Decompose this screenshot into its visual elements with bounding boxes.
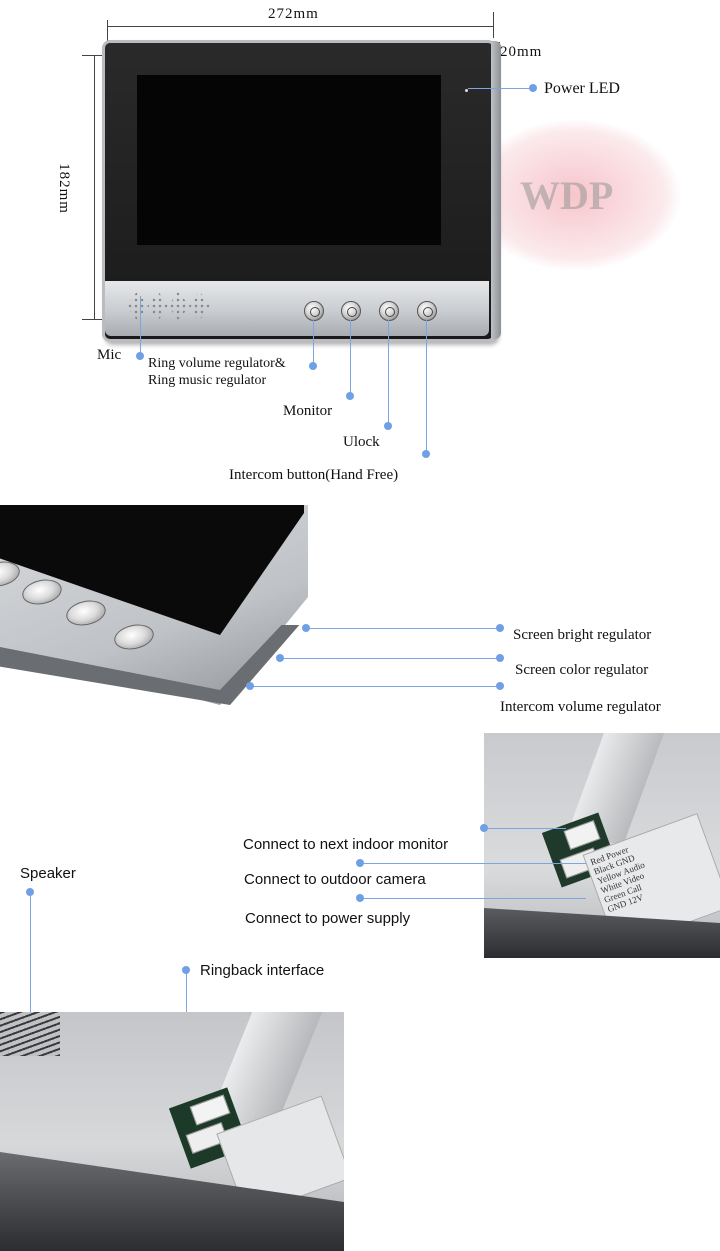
monitor-screen <box>137 75 441 245</box>
power-supply-leader <box>360 898 586 899</box>
screen-color-knob-dot <box>276 654 284 662</box>
intercom-dot <box>422 450 430 458</box>
next-monitor-dot <box>480 824 488 832</box>
monitor-leader <box>350 320 351 396</box>
outdoor-camera-dot <box>356 859 364 867</box>
intercom-volume-knob-dot <box>246 682 254 690</box>
height-dimension-label: 182mm <box>55 163 72 214</box>
monitor-device-front <box>102 40 501 342</box>
speaker-leader <box>30 896 31 1026</box>
ring-volume-leader <box>313 320 314 366</box>
ring-volume-label-line2: Ring music regulator <box>148 373 267 388</box>
power-supply-dot <box>356 894 364 902</box>
unlock-label: Ulock <box>343 434 380 450</box>
monitor-dot <box>346 392 354 400</box>
mic-dot <box>136 352 144 360</box>
rear-photo-bottom <box>0 1012 344 1251</box>
mic-leader <box>140 296 141 356</box>
width-dimension-tick-left <box>107 20 108 46</box>
unlock-button[interactable] <box>379 301 399 321</box>
monitor-device-side <box>0 505 310 705</box>
power-led-label: Power LED <box>544 80 620 97</box>
intercom-volume-dot <box>496 682 504 690</box>
screen-bright-leader <box>306 628 500 629</box>
intercom-volume-leader <box>250 686 500 687</box>
speaker-grille-icon <box>0 1012 60 1056</box>
unlock-dot <box>384 422 392 430</box>
power-led-leader <box>468 88 532 89</box>
ring-volume-dot <box>309 362 317 370</box>
intercom-leader <box>426 320 427 454</box>
screen-color-dot <box>496 654 504 662</box>
width-dimension-label: 272mm <box>268 6 319 22</box>
ring-volume-label-line1: Ring volume regulator& <box>148 356 286 371</box>
outdoor-camera-label: Connect to outdoor camera <box>244 871 426 888</box>
monitor-label: Monitor <box>283 403 333 419</box>
screen-bright-knob-dot <box>302 624 310 632</box>
power-led-dot <box>529 84 537 92</box>
ringback-dot <box>182 966 190 974</box>
intercom-volume-label: Intercom volume regulator <box>500 699 661 715</box>
speaker-dot <box>26 888 34 896</box>
rear-photo-top: Red Power Black GND Yellow Audio White V… <box>484 733 720 958</box>
screen-color-leader <box>280 658 500 659</box>
depth-dimension-label: 20mm <box>500 44 543 60</box>
next-monitor-label: Connect to next indoor monitor <box>243 836 449 853</box>
intercom-label: Intercom button(Hand Free) <box>229 467 399 483</box>
power-led-icon <box>465 89 468 92</box>
screen-bright-label: Screen bright regulator <box>513 627 652 643</box>
mic-label: Mic <box>97 347 122 363</box>
monitor-button[interactable] <box>341 301 361 321</box>
height-dimension-line <box>94 55 95 319</box>
next-monitor-leader <box>484 828 566 829</box>
width-dimension-line <box>107 26 493 27</box>
unlock-leader <box>388 320 389 426</box>
speaker-label: Speaker <box>20 865 76 882</box>
watermark-text: WDP <box>520 173 614 218</box>
height-dimension-tick-top <box>82 55 104 56</box>
screen-color-label: Screen color regulator <box>515 662 649 678</box>
power-supply-label: Connect to power supply <box>245 910 411 927</box>
outdoor-camera-leader <box>360 863 586 864</box>
ringback-label: Ringback interface <box>200 962 325 979</box>
intercom-button[interactable] <box>417 301 437 321</box>
watermark-ellipse <box>470 120 680 270</box>
screen-bright-dot <box>496 624 504 632</box>
height-dimension-tick-bottom <box>82 319 104 320</box>
width-dimension-tick-right <box>493 12 494 38</box>
device-depth-edge <box>491 41 501 339</box>
ring-volume-button[interactable] <box>304 301 324 321</box>
